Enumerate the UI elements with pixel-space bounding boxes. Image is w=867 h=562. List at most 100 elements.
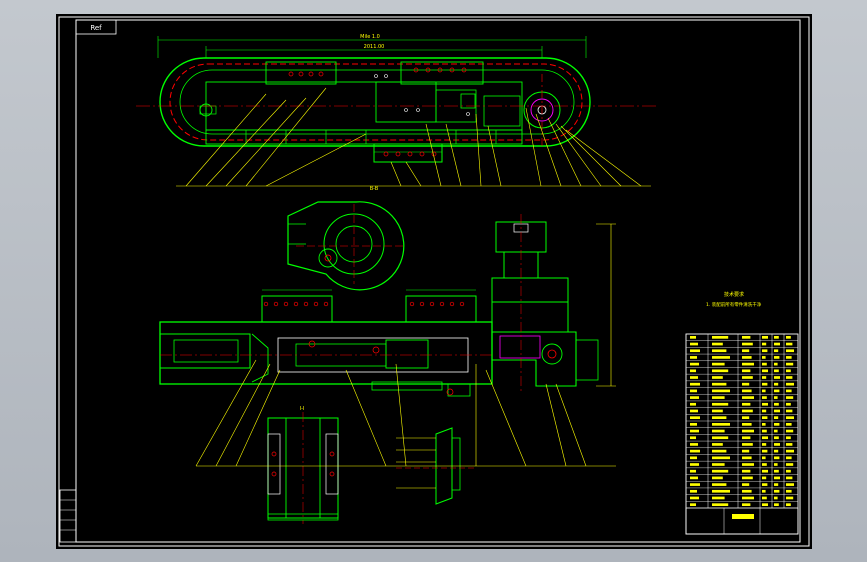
- table-cell-text: [762, 489, 766, 493]
- table-cell-text: [774, 342, 780, 346]
- table-cell-text: [786, 396, 794, 399]
- table-cell-text: [690, 469, 696, 473]
- table-cell-text: [762, 396, 767, 399]
- tech-req-line: 1. 装配前所有零件清洗干净: [706, 301, 762, 308]
- section-label-top: B-B: [370, 186, 379, 192]
- table-cell-text: [742, 503, 751, 506]
- table-cell-text: [774, 449, 779, 453]
- table-cell-text: [742, 489, 752, 493]
- table-cell-text: [742, 483, 750, 486]
- table-cell-text: [742, 369, 751, 373]
- table-cell-text: [712, 362, 725, 366]
- table-cell-text: [774, 349, 779, 353]
- table-cell-text: [786, 369, 791, 373]
- table-cell-text: [712, 336, 729, 339]
- table-cell-text: [762, 416, 768, 419]
- table-cell-text: [786, 443, 793, 446]
- table-cell-text: [762, 483, 768, 486]
- table-cell-text: [774, 336, 779, 339]
- table-cell-text: [774, 496, 778, 500]
- table-cell-text: [786, 402, 791, 406]
- top-overall-dimension: Mile 1.0: [360, 34, 380, 40]
- table-cell-text: [774, 409, 780, 413]
- table-cell-text: [786, 429, 794, 433]
- table-cell-text: [774, 389, 780, 393]
- table-cell-text: [712, 429, 725, 433]
- sheet-tag-text: Ref: [90, 24, 102, 32]
- table-cell-text: [762, 342, 767, 346]
- table-cell-text: [786, 362, 794, 366]
- table-cell-text: [762, 382, 768, 386]
- table-cell-text: [712, 423, 730, 426]
- inner-border: [75, 19, 801, 543]
- table-cell-text: [774, 476, 780, 480]
- table-cell-text: [742, 496, 754, 500]
- table-cell-text: [762, 503, 768, 506]
- table-cell-text: [762, 423, 766, 426]
- table-cell-text: [690, 349, 700, 353]
- table-cell-text: [742, 342, 753, 346]
- table-cell-text: [690, 463, 699, 466]
- section-view-I: [267, 412, 339, 524]
- table-cell-text: [774, 356, 780, 359]
- table-cell-text: [774, 503, 779, 506]
- table-cell-text: [786, 382, 794, 386]
- table-cell-text: [712, 369, 729, 373]
- table-cell-text: [712, 409, 723, 413]
- table-cell-text: [762, 443, 767, 446]
- table-cell-text: [742, 349, 750, 353]
- table-cell-text: [742, 449, 750, 453]
- table-cell-text: [774, 369, 779, 373]
- table-cell-text: [786, 356, 792, 359]
- table-cell-text: [712, 349, 727, 353]
- table-cell-text: [762, 469, 768, 473]
- table-cell-text: [690, 376, 698, 379]
- table-cell-text: [742, 416, 750, 419]
- table-cell-text: [786, 456, 792, 460]
- side-view-frame: [159, 289, 493, 397]
- table-cell-text: [762, 496, 767, 500]
- table-cell-text: [774, 382, 779, 386]
- table-cell-text: [742, 476, 753, 480]
- table-cell-text: [690, 456, 697, 460]
- table-cell-text: [690, 369, 696, 373]
- table-cell-text: [786, 389, 792, 393]
- cad-drawing-canvas[interactable]: Ref: [56, 14, 812, 549]
- table-cell-text: [762, 389, 766, 393]
- table-cell-text: [786, 342, 793, 346]
- table-cell-text: [712, 382, 727, 386]
- table-cell-text: [786, 409, 793, 413]
- table-cell-text: [742, 436, 751, 440]
- table-cell-text: [690, 443, 698, 446]
- table-cell-text: [690, 396, 699, 399]
- table-cell-text: [786, 469, 791, 473]
- section-label-left: I-I: [300, 406, 305, 412]
- table-cell-text: [712, 469, 729, 473]
- table-cell-text: [774, 362, 778, 366]
- table-cell-text: [712, 476, 723, 480]
- table-cell-text: [762, 402, 768, 406]
- table-cell-text: [774, 436, 779, 440]
- table-cell-text: [742, 456, 752, 460]
- table-cell-text: [762, 429, 767, 433]
- table-cell-text: [774, 396, 778, 399]
- table-cell-text: [742, 396, 754, 399]
- table-cell-text: [774, 456, 780, 460]
- table-cell-text: [762, 376, 767, 379]
- table-cell-text: [762, 369, 768, 373]
- table-cell-text: [742, 429, 754, 433]
- drive-assembly: [491, 214, 616, 394]
- table-cell-text: [712, 416, 727, 419]
- table-cell-text: [690, 489, 697, 493]
- table-cell-text: [742, 402, 751, 406]
- table-cell-text: [712, 496, 725, 500]
- table-cell-text: [786, 483, 794, 486]
- table-cell-text: [742, 376, 753, 379]
- table-cell-text: [742, 469, 751, 473]
- table-cell-text: [690, 449, 700, 453]
- table-cell-text: [786, 463, 794, 466]
- table-cell-text: [786, 489, 792, 493]
- drawing-svg: Ref: [58, 16, 810, 547]
- table-cell-text: [690, 416, 700, 419]
